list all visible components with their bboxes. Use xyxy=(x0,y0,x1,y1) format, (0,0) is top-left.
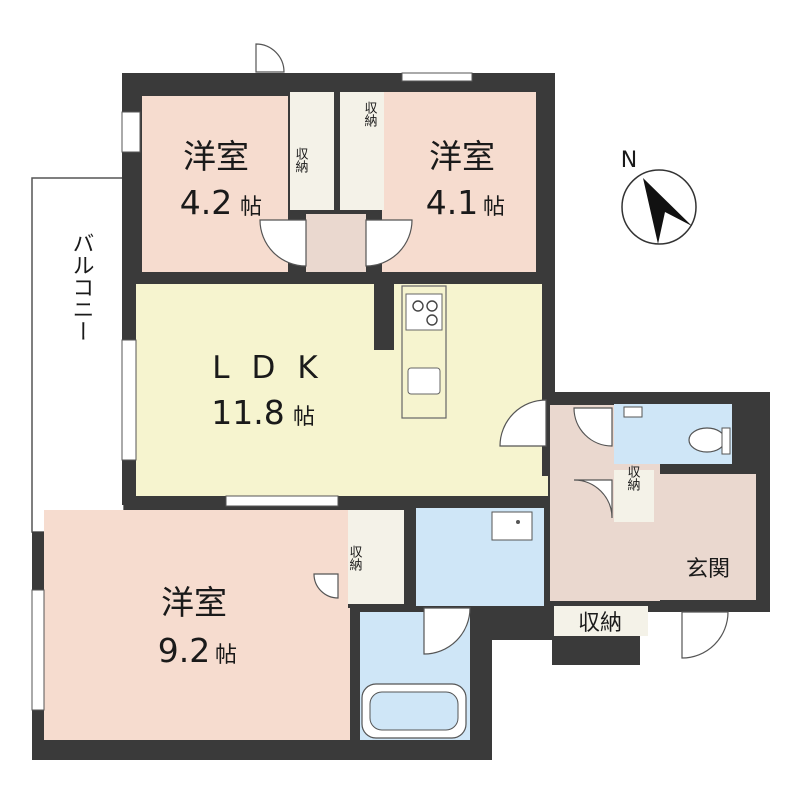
room-ldk-floor-2 xyxy=(150,476,548,496)
room-western-sw-name: 洋室 xyxy=(161,583,227,622)
room-western-ne-name: 洋室 xyxy=(429,137,495,176)
window-west-1 xyxy=(121,111,141,153)
toilet-tank xyxy=(623,406,643,418)
kitchen-wall xyxy=(374,284,394,350)
room-ldk-floor xyxy=(136,284,542,496)
closet-entrance-floor xyxy=(554,606,648,636)
door-nw-icon xyxy=(259,219,307,267)
door-ldk-icon xyxy=(499,399,547,447)
corridor-north xyxy=(306,214,366,272)
closet-nw-floor xyxy=(290,92,334,210)
burner-icon xyxy=(426,300,438,312)
balcony-label: バルコニー xyxy=(69,232,94,342)
room-western-nw-size: 4.2 xyxy=(180,183,232,222)
compass-label: N xyxy=(621,148,637,173)
room-western-sw-unit: 帖 xyxy=(215,643,237,668)
closet-hall-floor xyxy=(614,470,654,522)
room-ldk-name: LDK xyxy=(212,350,339,386)
room-western-nw-name: 洋室 xyxy=(183,137,249,176)
door-wash-icon xyxy=(423,607,471,655)
window-ldk-south xyxy=(225,495,339,507)
washbasin-drain xyxy=(516,520,520,524)
window-ne xyxy=(401,72,473,82)
room-western-ne-size: 4.1 xyxy=(426,183,478,222)
closet-sw-floor xyxy=(342,510,404,604)
door-top-icon xyxy=(255,43,285,73)
door-sw-closet-icon xyxy=(313,573,339,599)
stove-top xyxy=(405,293,443,331)
windows xyxy=(31,72,473,711)
window-west-3 xyxy=(31,589,45,711)
door-closet-hall-icon xyxy=(573,479,613,519)
room-western-nw-floor xyxy=(142,96,288,272)
bathtub-inner xyxy=(369,691,459,731)
room-western-sw-floor-2 xyxy=(348,608,350,740)
room-western-sw-size: 9.2 xyxy=(158,631,210,670)
washbasin-icon xyxy=(491,511,533,541)
burner-icon xyxy=(426,314,438,326)
toilet-bowl-icon xyxy=(688,427,726,453)
door-ne-icon xyxy=(365,219,413,267)
closet-entrance-label: 収納 xyxy=(578,611,622,636)
room-western-ne-floor xyxy=(382,92,536,272)
room-entrance-name: 玄関 xyxy=(686,557,730,582)
door-toilet-icon xyxy=(573,407,613,447)
compass-arrow-icon xyxy=(643,178,692,244)
balcony xyxy=(31,177,125,533)
room-western-ne-unit: 帖 xyxy=(483,195,505,220)
entrance-floor xyxy=(658,474,756,600)
burner-icon xyxy=(412,300,424,312)
closet-ne-label: 収納 xyxy=(362,101,378,128)
window-west-2 xyxy=(121,339,137,461)
closet-ne-floor xyxy=(340,92,384,210)
door-entry-icon xyxy=(681,611,729,659)
room-western-sw-floor xyxy=(44,510,348,740)
room-western-nw-unit: 帖 xyxy=(240,195,262,220)
toilet-cistern xyxy=(721,427,731,455)
closet-hall-label: 収納 xyxy=(625,465,641,492)
kitchen-sink xyxy=(407,367,441,395)
closet-sw-label: 収納 xyxy=(347,545,363,572)
room-ldk-unit: 帖 xyxy=(293,405,315,430)
room-ldk-size: 11.8 xyxy=(211,393,284,432)
door-swings xyxy=(255,43,729,659)
closet-nw-label: 収納 xyxy=(293,147,309,174)
